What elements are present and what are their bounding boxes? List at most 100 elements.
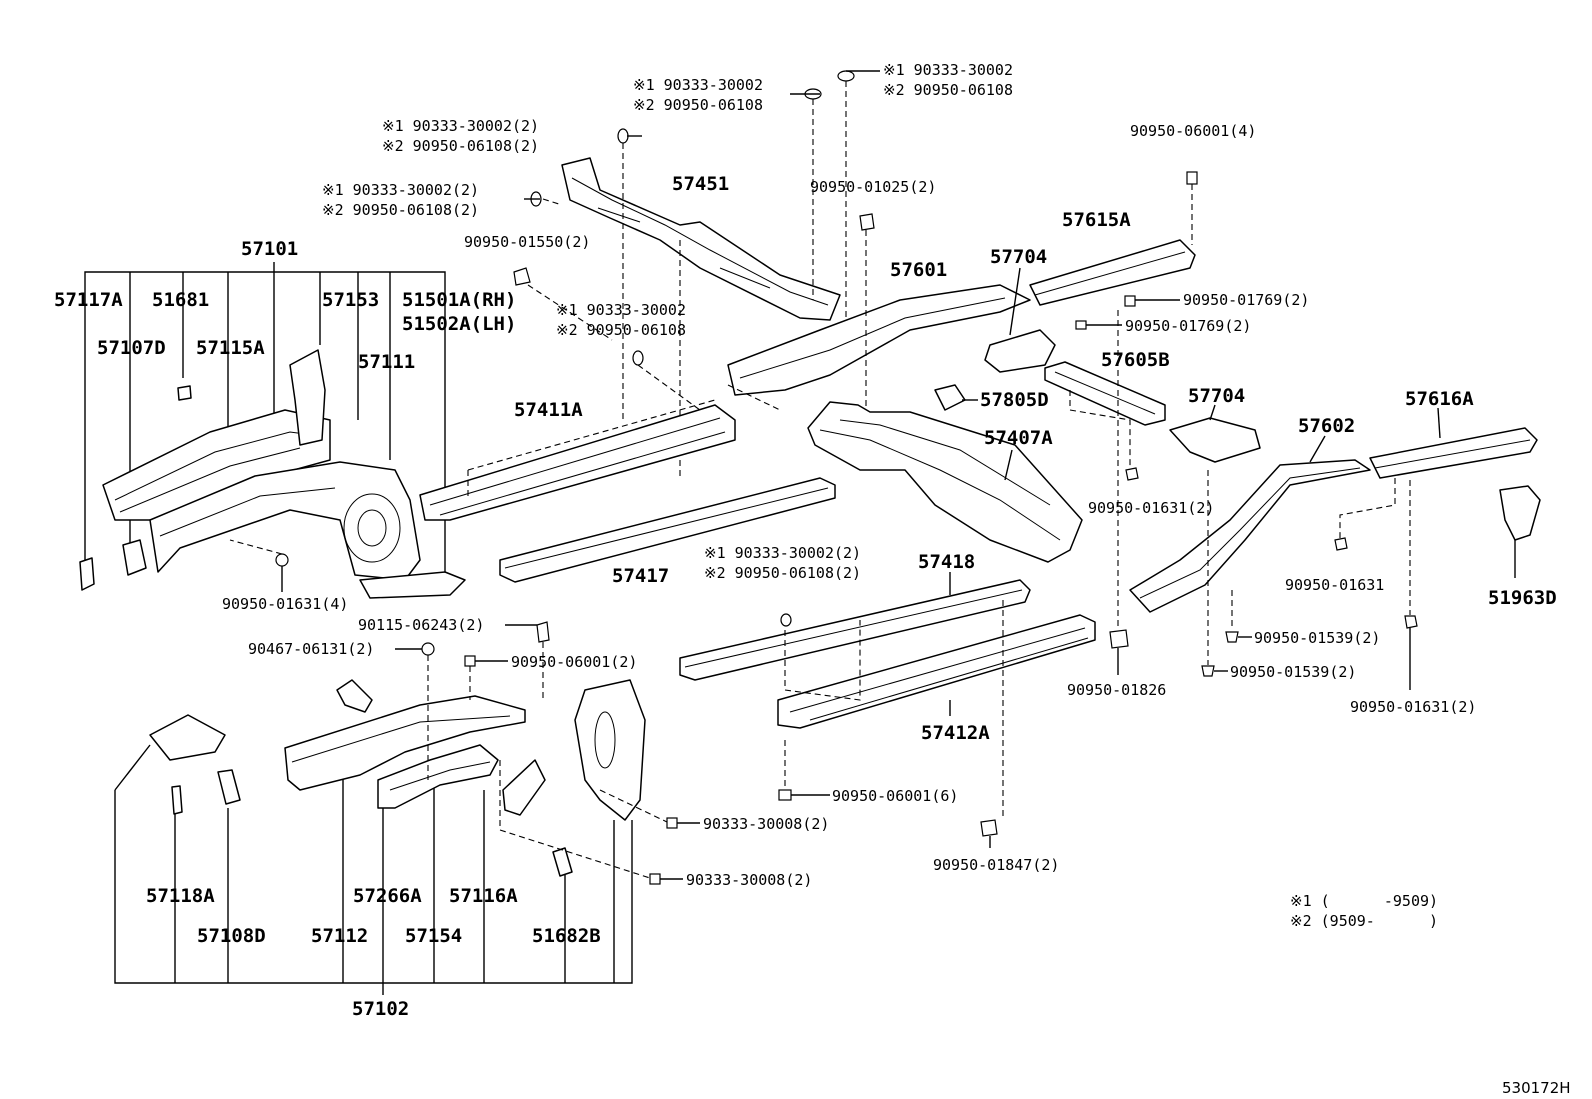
label-51963D: 51963D [1488,587,1557,609]
plug-90950-01550[interactable] [513,267,531,286]
part-57108D[interactable] [217,769,241,805]
label-90467-06131: 90467-06131(2) [248,640,374,658]
clip-90950-06001-6[interactable] [778,789,792,801]
label-57411A: 57411A [514,399,583,421]
label-90950-01826: 90950-01826 [1067,681,1166,699]
label-90950-01769-a: 90950-01769(2) [1183,291,1309,309]
note-6b: ※2 90950-06108(2) [704,564,861,582]
part-57616A[interactable] [1369,427,1538,479]
label-90950-01631-2a: 90950-01631(2) [1088,499,1214,517]
plug-90467-06131[interactable] [421,642,435,656]
clip-90950-01539-b[interactable] [1201,665,1215,677]
plug-90950-01025[interactable] [859,213,875,231]
plug-57451-d[interactable] [837,70,855,82]
part-57704-b[interactable] [1169,417,1261,463]
plug-57418[interactable] [780,613,792,627]
label-57153: 57153 [322,289,379,311]
clip-90950-01769-a[interactable] [1124,295,1136,307]
note-6a: ※1 90333-30002(2) [704,544,861,562]
note-3b: ※2 90950-06108(2) [382,137,539,155]
clip-90333-30008-b[interactable] [649,873,661,885]
clip-90950-01769-b[interactable] [1075,320,1087,330]
note-4b: ※2 90950-06108(2) [322,201,479,219]
plug-90950-01631-c[interactable] [1404,615,1418,629]
plug-57451-a[interactable] [617,128,629,144]
label-57115A: 57115A [196,337,265,359]
note-1a: ※1 90333-30002 [633,76,763,94]
label-57615A: 57615A [1062,209,1131,231]
label-57602: 57602 [1298,415,1355,437]
label-90115-06243: 90115-06243(2) [358,616,484,634]
label-57616A: 57616A [1405,388,1474,410]
label-57108D: 57108D [197,925,266,947]
part-57418[interactable] [679,579,1031,681]
part-57704-a[interactable] [984,329,1056,373]
label-57112: 57112 [311,925,368,947]
label-57154: 57154 [405,925,462,947]
part-57411A[interactable] [419,404,736,521]
part-51681[interactable] [177,385,192,401]
label-90950-01550: 90950-01550(2) [464,233,590,251]
part-57601[interactable] [727,284,1031,396]
plug-90950-01826[interactable] [1109,629,1129,649]
label-90950-01539-b: 90950-01539(2) [1230,663,1356,681]
label-90950-01847: 90950-01847(2) [933,856,1059,874]
note-2b: ※2 90950-06108 [883,81,1013,99]
clip-90333-30008-a[interactable] [666,817,678,829]
part-57118A-bracket[interactable] [149,714,226,761]
clip-90950-01539-a[interactable] [1225,631,1239,643]
label-57417: 57417 [612,565,669,587]
label-90950-01631-4: 90950-01631(4) [222,595,348,613]
label-57605B: 57605B [1101,349,1170,371]
part-57115A[interactable] [102,409,331,521]
label-90950-01631-2b: 90950-01631(2) [1350,698,1476,716]
bolt-90115-06243[interactable] [536,621,550,643]
label-90950-06001-2: 90950-06001(2) [511,653,637,671]
part-57118A[interactable] [171,785,183,815]
part-51963D[interactable] [1499,485,1541,541]
part-51501A[interactable] [359,571,466,599]
legend-note-2: ※2 (9509- ) [1290,912,1438,930]
label-57451: 57451 [672,173,729,195]
label-51502A: 51502A(LH) [402,313,516,335]
part-57266A[interactable] [336,679,373,713]
group-rocker [419,399,836,583]
part-57451[interactable] [561,157,841,321]
label-90950-01025: 90950-01025(2) [810,178,936,196]
note-2a: ※1 90333-30002 [883,61,1013,79]
label-51501A: 51501A(RH) [402,289,516,311]
legend-note-1: ※1 ( -9509) [1290,892,1438,910]
clip-90950-01631[interactable] [275,553,289,567]
note-5b: ※2 90950-06108 [556,321,686,339]
label-57101: 57101 [241,238,298,260]
part-57116A[interactable] [502,759,546,816]
plug-90950-01631-a[interactable] [1125,467,1139,481]
plug-90950-01847[interactable] [980,819,998,837]
part-57602[interactable] [1129,459,1371,613]
clip-90950-06001-4[interactable] [1186,171,1198,185]
part-57154[interactable] [377,744,499,809]
label-57412A: 57412A [921,722,990,744]
clip-90950-06001-2[interactable] [464,655,476,667]
group-57451 [513,70,880,480]
label-57111: 57111 [358,351,415,373]
label-57102: 57102 [352,998,409,1020]
label-51681: 51681 [152,289,209,311]
label-57704-a: 57704 [990,246,1047,268]
label-57805D: 57805D [980,389,1049,411]
part-57153[interactable] [289,349,326,446]
label-57107D: 57107D [97,337,166,359]
label-90950-01631: 90950-01631 [1285,576,1384,594]
label-57418: 57418 [918,551,975,573]
label-90950-06001-4: 90950-06001(4) [1130,122,1256,140]
part-57107D[interactable] [122,539,147,576]
note-4a: ※1 90333-30002(2) [322,181,479,199]
plug-90950-01631-b[interactable] [1334,537,1348,551]
part-57805D[interactable] [934,384,966,411]
part-51682B-apron[interactable] [574,679,646,821]
plug-57411A[interactable] [632,350,644,366]
part-57417[interactable] [499,477,836,583]
part-57407A[interactable] [807,401,1083,563]
part-57117A[interactable] [79,557,95,591]
label-57266A: 57266A [353,885,422,907]
